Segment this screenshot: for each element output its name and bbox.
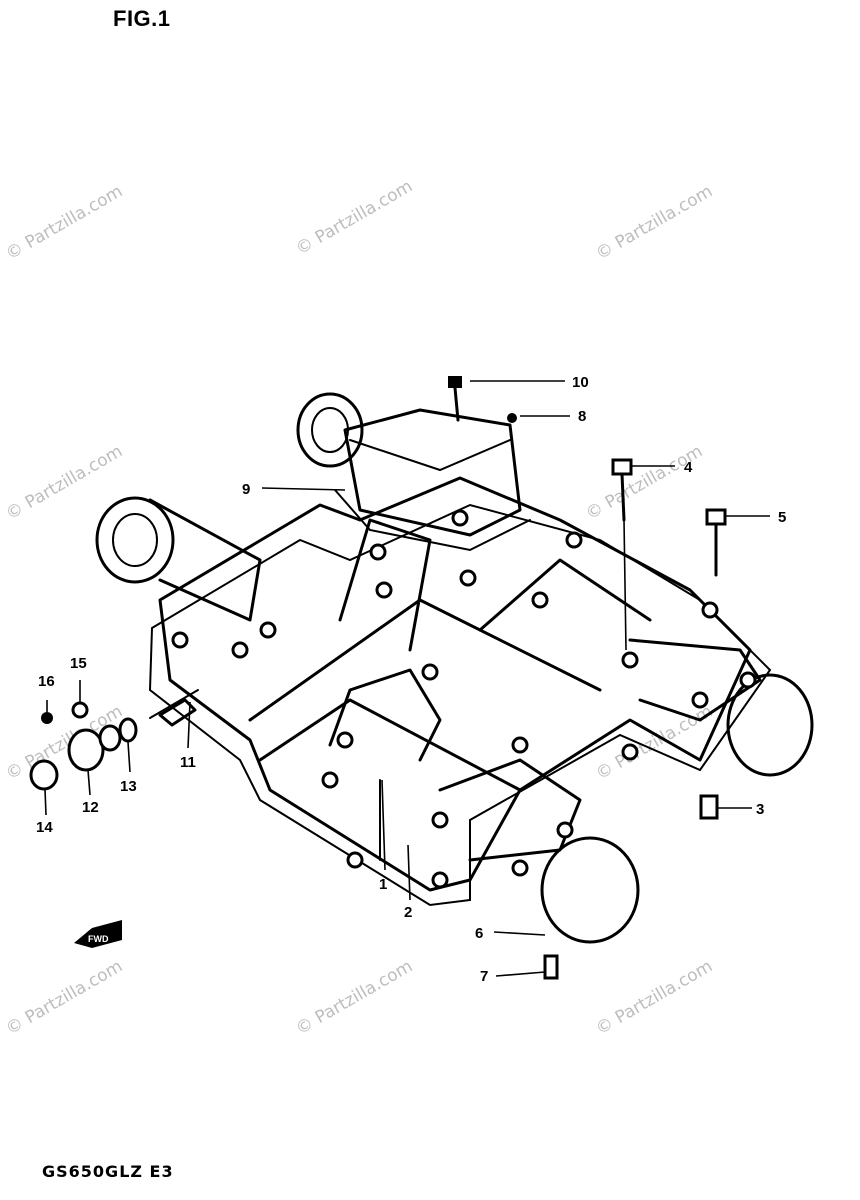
callout-13: 13: [120, 778, 137, 795]
cover-bolt-short: [705, 508, 727, 577]
watermark-layer: © Partzilla.com © Partzilla.com © Partzi…: [3, 176, 717, 1039]
cam-end-cap-front: [540, 836, 640, 944]
callout-15: 15: [70, 655, 87, 672]
callout-16: 16: [38, 673, 55, 690]
watermark: © Partzilla.com: [3, 181, 127, 264]
breather-plug: [507, 413, 517, 423]
callout-5: 5: [778, 509, 786, 526]
watermark: © Partzilla.com: [593, 701, 717, 784]
cover-rib: [478, 558, 652, 632]
callout-2: 2: [404, 904, 412, 921]
breather-cover: [343, 408, 522, 537]
callout-8: 8: [578, 408, 586, 425]
watermark: © Partzilla.com: [583, 441, 707, 524]
watermark: © Partzilla.com: [3, 956, 127, 1039]
callout-11: 11: [180, 754, 196, 771]
forward-arrow-label: FWD: [88, 934, 109, 944]
watermark: © Partzilla.com: [593, 956, 717, 1039]
callout-1: 1: [379, 876, 387, 893]
callout-6: 6: [475, 925, 483, 942]
callout-10: 10: [572, 374, 589, 391]
cover-bolt-long: [611, 458, 633, 651]
cam-end-drum-rear: [296, 392, 364, 468]
callout-3: 3: [756, 801, 764, 818]
cam-end-drum-left: [95, 496, 175, 584]
watermark: © Partzilla.com: [293, 176, 417, 259]
cam-end-drum-rear-inner: [311, 407, 349, 453]
cover-rib: [338, 518, 432, 652]
cover-rib: [248, 598, 602, 722]
callout-4: 4: [684, 459, 693, 476]
dowel-pin: [699, 794, 719, 820]
cover-rib: [328, 668, 442, 762]
breather-gasket: [334, 489, 531, 552]
callout-14: 14: [36, 819, 53, 836]
cam-housing-right: [628, 638, 762, 722]
small-parts-group: [29, 701, 138, 791]
figure-title: FIG.1: [113, 6, 171, 31]
callout-7: 7: [480, 968, 488, 985]
gasket-outline: [148, 503, 772, 907]
cover-rib: [258, 698, 522, 792]
leader-lines: [44, 380, 770, 977]
cylinder-head-cover: [158, 476, 752, 892]
cap-bolt: [543, 954, 559, 980]
model-code: GS650GLZ E3: [42, 1162, 174, 1181]
cam-housing-left: [148, 498, 262, 622]
bolt-holes: [171, 509, 757, 889]
watermark: © Partzilla.com: [293, 956, 417, 1039]
cam-housing-front: [438, 758, 582, 862]
breather-cover-edge: [349, 439, 511, 472]
watermark: © Partzilla.com: [593, 181, 717, 264]
callout-9: 9: [242, 481, 250, 498]
forward-arrow: FWD: [74, 920, 122, 948]
breather-bolt: [448, 376, 462, 422]
cam-end-drum-left-inner: [112, 513, 158, 567]
callout-12: 12: [82, 799, 99, 816]
oil-pressure-switch: [149, 689, 199, 727]
cam-end-cap-right: [726, 673, 814, 777]
